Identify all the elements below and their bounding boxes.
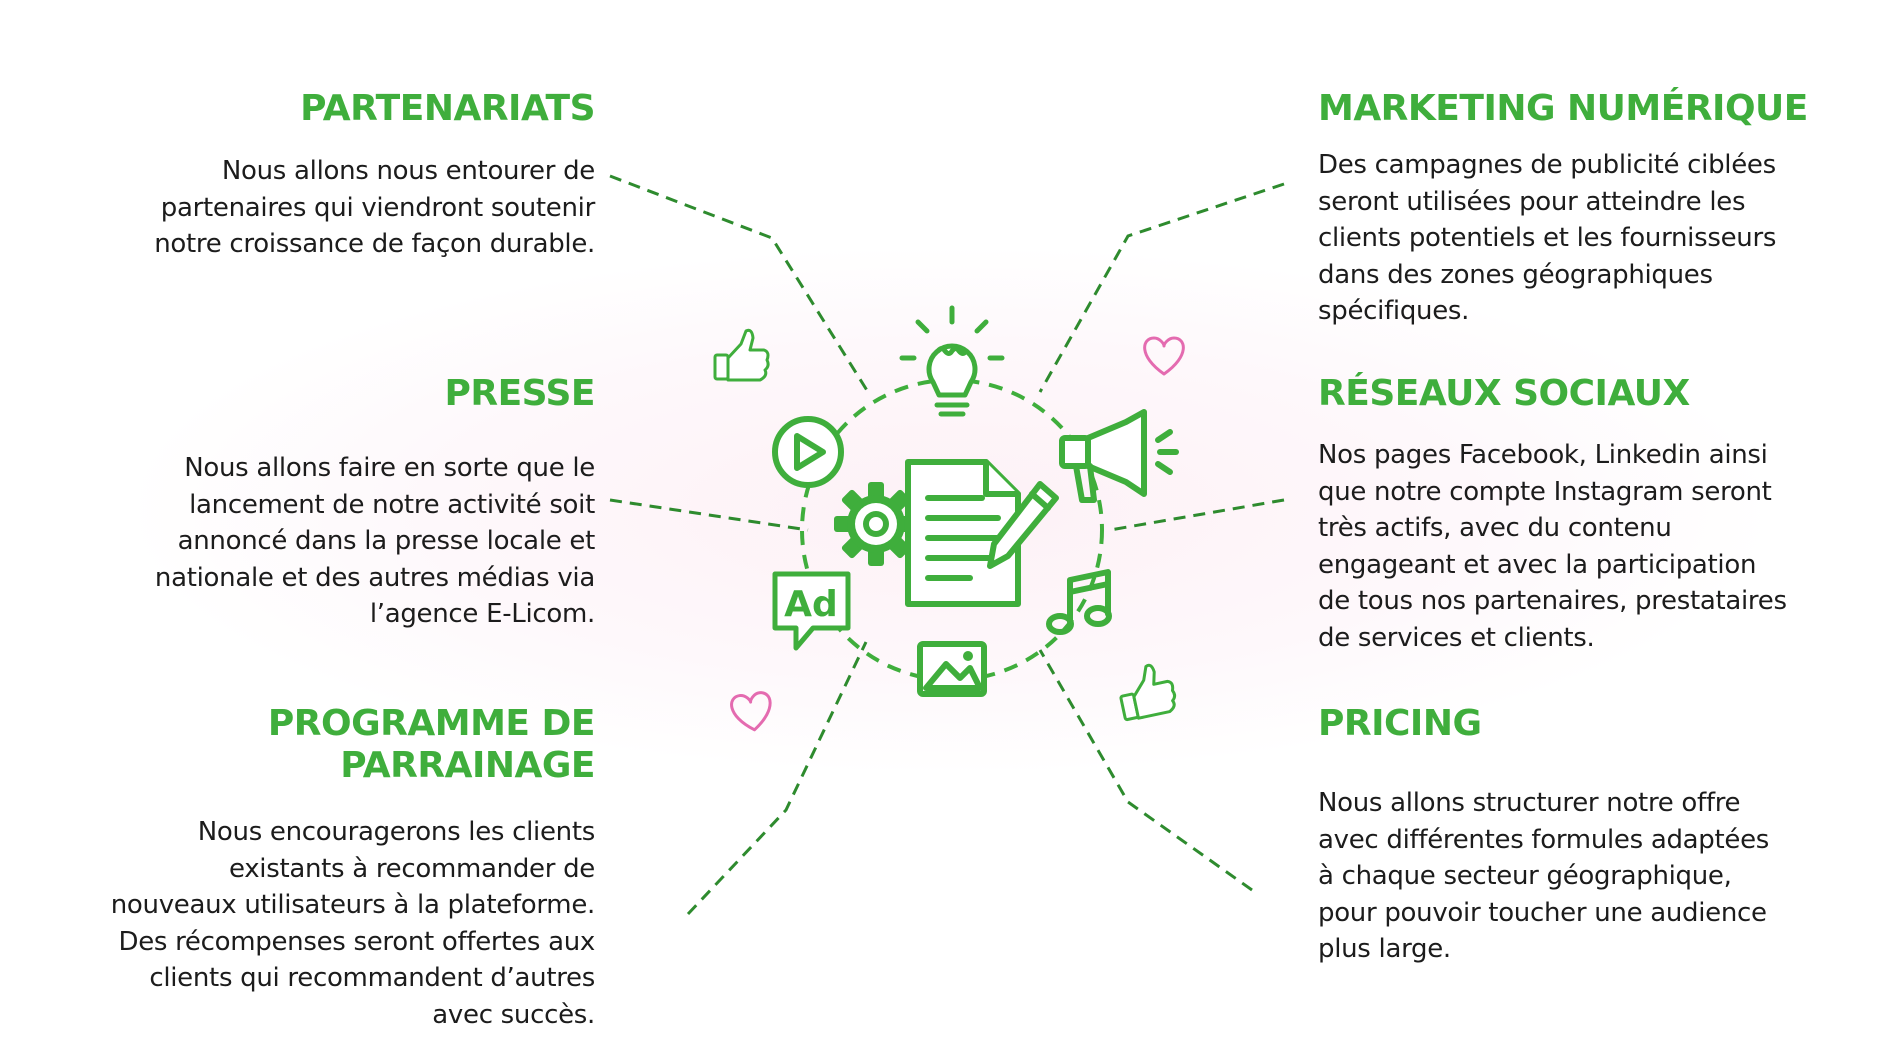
body-line: clients qui recommandent d’autres [149, 963, 595, 993]
body-line: Nos pages Facebook, Linkedin ainsi [1318, 440, 1768, 470]
section-pricing: PRICING Nous allons structurer notre off… [1318, 703, 1888, 968]
body-line: existants à recommander de [228, 853, 595, 884]
body-line: pour pouvoir toucher une audience [1318, 897, 1767, 928]
body-line: annoncé dans la presse locale et [177, 526, 596, 556]
section-body: Des campagnes de publicité ciblées seron… [1318, 147, 1888, 330]
body-line: lancement de notre activité soit [189, 489, 595, 520]
body-line: Nous allons nous entourer de [221, 156, 595, 186]
heart-icon [1143, 336, 1185, 376]
document-pencil-icon [905, 459, 1059, 607]
connector-pricing [1038, 649, 1253, 892]
music-note-icon [1046, 569, 1112, 635]
body-line: engageant et avec la participation [1318, 549, 1757, 580]
body-line: Nous allons faire en sorte que le [184, 453, 595, 483]
connector-lines [609, 174, 1285, 916]
body-line: notre croissance de façon durable. [154, 229, 595, 259]
body-line: spécifiques. [1318, 296, 1470, 326]
image-icon [917, 641, 987, 697]
play-icon [772, 416, 844, 488]
section-body: Nos pages Facebook, Linkedin ainsi que n… [1318, 437, 1888, 656]
connector-parrainage [686, 641, 868, 916]
connector-marketing [1038, 182, 1285, 393]
body-line: Des campagnes de publicité ciblées [1318, 150, 1776, 180]
connector-presse [609, 498, 809, 532]
body-line: de services et clients. [1318, 622, 1595, 653]
body-line: très actifs, avec du contenu [1318, 513, 1672, 543]
section-partenariats: PARTENARIATS Nous allons nous entourer d… [35, 88, 595, 263]
connector-reseaux [1109, 498, 1285, 532]
body-line: partenaires qui viendront soutenir [160, 192, 596, 223]
section-body: Nous allons nous entourer de partenaires… [35, 153, 595, 263]
section-body: Nous allons structurer notre offre avec … [1318, 785, 1888, 968]
body-line: avec différentes formules adaptées [1318, 824, 1770, 855]
ad-text: Ad [784, 584, 838, 625]
body-line: à chaque secteur géographique, [1318, 861, 1732, 891]
body-line: l’agence E-Licom. [369, 599, 595, 629]
section-title: PARTENARIATS [300, 88, 595, 129]
body-line: Nous encouragerons les clients [197, 817, 596, 847]
section-reseaux: RÉSEAUX SOCIAUX Nos pages Facebook, Link… [1318, 373, 1888, 656]
section-presse: PRESSE Nous allons faire en sorte que le… [35, 373, 596, 633]
body-line: plus large. [1318, 934, 1451, 964]
section-body: Nous allons faire en sorte que le lancem… [35, 450, 595, 633]
body-line: Des récompenses seront offertes aux [118, 926, 595, 957]
section-title: PRICING [1318, 703, 1482, 744]
ad-bubble-icon: Ad [772, 571, 851, 651]
section-marketing: MARKETING NUMÉRIQUE Des campagnes de pub… [1318, 88, 1888, 330]
body-line: Nous allons structurer notre offre [1318, 788, 1741, 818]
section-title: RÉSEAUX SOCIAUX [1318, 373, 1690, 414]
section-title: MARKETING NUMÉRIQUE [1318, 88, 1808, 129]
section-body: Nous encouragerons les clients existants… [15, 814, 596, 1033]
lightbulb-icon [899, 305, 1005, 417]
body-line: nationale et des autres médias via [154, 562, 595, 593]
section-parrainage: PROGRAMME DE PARRAINAGE Nous encouragero… [15, 703, 596, 1033]
body-line: dans des zones géographiques [1318, 259, 1713, 290]
body-line: seront utilisées pour atteindre les [1318, 186, 1746, 217]
thumbs-up-icon [713, 328, 770, 382]
section-title: PROGRAMME DE PARRAINAGE [267, 703, 596, 786]
body-line: clients potentiels et les fournisseurs [1318, 223, 1777, 253]
thumbs-up-icon [1119, 663, 1177, 722]
heart-icon [730, 691, 772, 732]
gear-icon [834, 482, 918, 566]
body-line: nouveaux utilisateurs à la plateforme. [110, 890, 596, 920]
body-line: avec succès. [432, 999, 595, 1030]
body-line: de tous nos partenaires, prestataires [1318, 586, 1787, 616]
section-title: PRESSE [444, 373, 595, 414]
body-line: que notre compte Instagram seront [1318, 476, 1772, 507]
megaphone-icon [1059, 409, 1179, 503]
